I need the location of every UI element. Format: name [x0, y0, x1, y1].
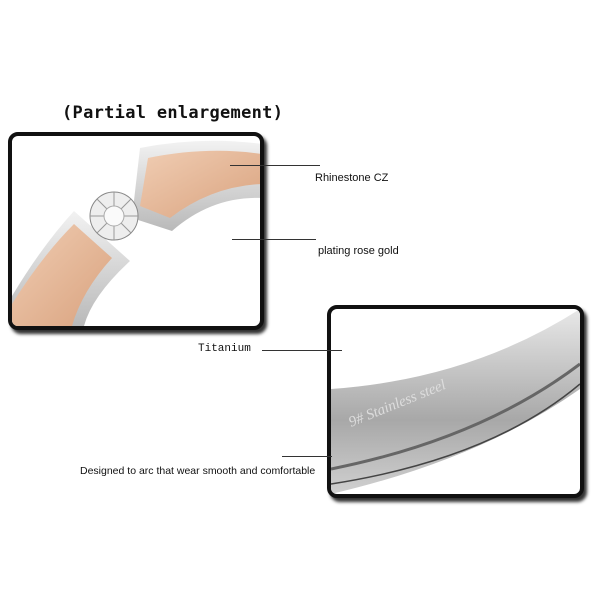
leader-line-arc [282, 456, 332, 457]
label-plating-rose-gold: plating rose gold [318, 245, 399, 257]
leader-line-rose-gold [232, 239, 316, 240]
leader-line-titanium [262, 350, 342, 351]
label-arc-design: Designed to arc that wear smooth and com… [80, 465, 316, 477]
label-rhinestone-cz: Rhinestone CZ [315, 172, 389, 184]
cz-stone [89, 191, 139, 241]
ring-titanium-illustration: 9# Stainless steel [331, 309, 580, 494]
label-titanium: Titanium [198, 343, 251, 355]
ring-rose-gold-illustration [12, 140, 260, 326]
leader-line-rhinestone [230, 165, 320, 166]
rose-gold-closeup-frame [8, 132, 264, 330]
titanium-closeup-frame: 9# Stainless steel [327, 305, 584, 498]
page-title: (Partial enlargement) [62, 103, 284, 123]
